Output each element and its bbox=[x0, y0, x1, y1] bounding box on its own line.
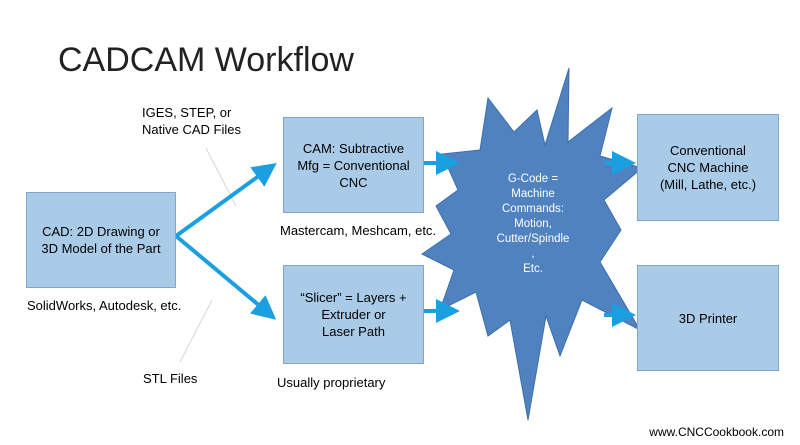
3d-printer-box-text: 3D Printer bbox=[678, 310, 738, 326]
cam-software-label: Mastercam, Meshcam, etc. bbox=[280, 223, 437, 238]
cad-software-label: SolidWorks, Autodesk, etc. bbox=[27, 298, 182, 313]
stl-label: STL Files bbox=[143, 371, 198, 386]
cnc-machine-box: Conventional CNC Machine (Mill, Lathe, e… bbox=[637, 114, 779, 221]
cam-box-text: CAM: Subtractive Mfg = Conventional CNC bbox=[297, 140, 410, 190]
cnc-machine-box-text: Conventional CNC Machine (Mill, Lathe, e… bbox=[659, 143, 757, 192]
slicer-box-text: “Slicer” = Layers + Extruder or Laser Pa… bbox=[300, 290, 407, 339]
cad-box: CAD: 2D Drawing or 3D Model of the Part bbox=[26, 192, 176, 288]
cam-box: CAM: Subtractive Mfg = Conventional CNC bbox=[283, 117, 424, 213]
iges-label: IGES, STEP, or Native CAD Files bbox=[142, 105, 241, 137]
arrow-cad-to-cam bbox=[174, 162, 277, 238]
cad-box-text: CAD: 2D Drawing or 3D Model of the Part bbox=[41, 224, 161, 256]
gcode-starburst bbox=[421, 67, 644, 421]
page-title: CADCAM Workflow bbox=[58, 41, 354, 79]
3d-printer-box: 3D Printer bbox=[637, 265, 779, 371]
stl-connector bbox=[179, 299, 213, 363]
slicer-box: “Slicer” = Layers + Extruder or Laser Pa… bbox=[283, 265, 424, 364]
footer-credit: www.CNCCookbook.com bbox=[649, 425, 784, 439]
gcode-text: G-Code = Machine Commands: Motion, Cutte… bbox=[496, 173, 570, 275]
arrow-cad-to-slicer bbox=[174, 234, 277, 320]
slicer-software-label: Usually proprietary bbox=[277, 375, 386, 390]
